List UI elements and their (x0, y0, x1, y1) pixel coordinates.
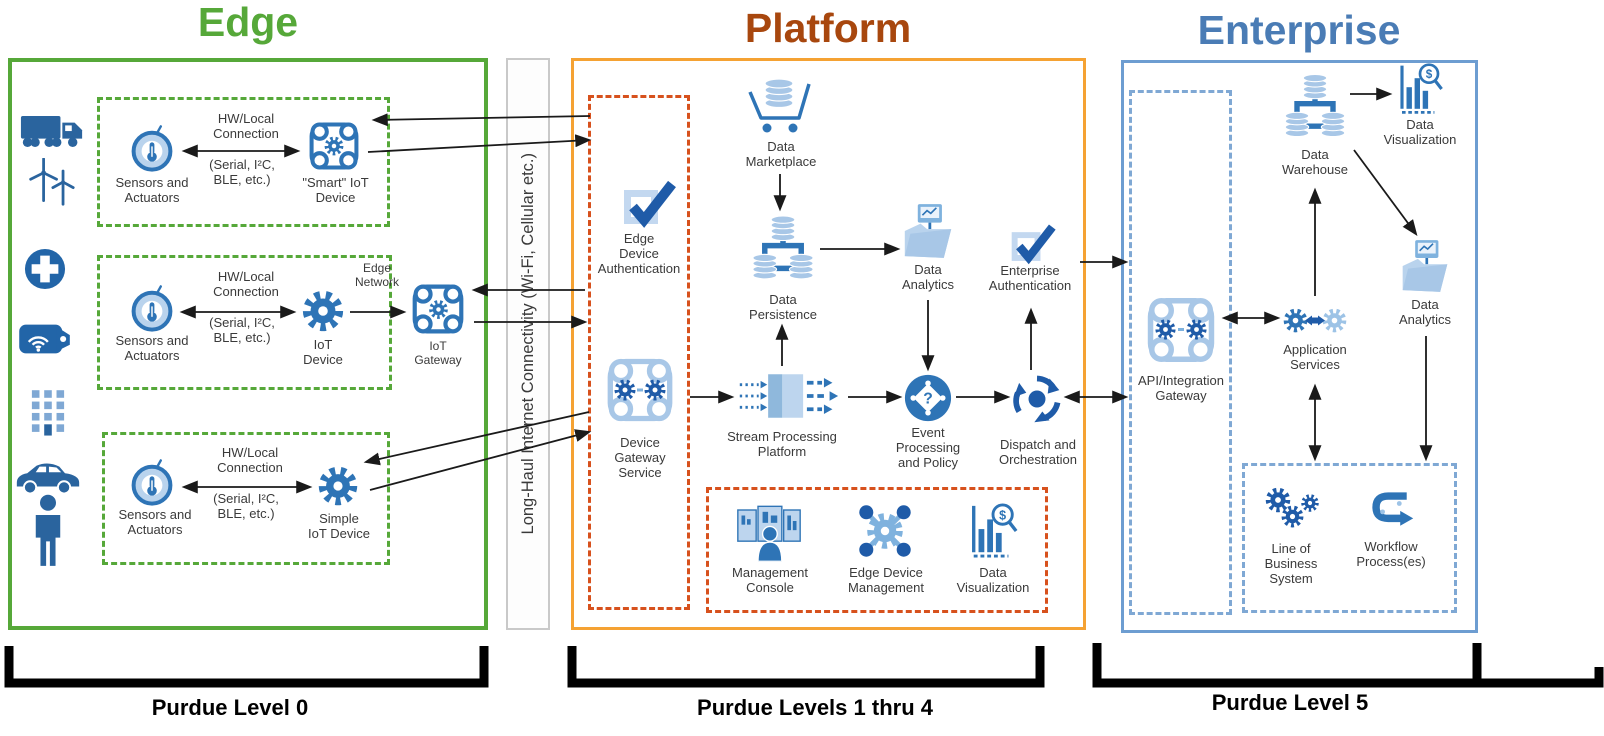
api-integration-gateway-label: API/Integration Gateway (1138, 373, 1224, 403)
person-icon (35, 494, 61, 566)
data-marketplace-label: Data Marketplace (745, 139, 817, 169)
medical-cross-icon (24, 248, 66, 290)
hw-local-connection-label: HW/Local Connection (217, 445, 283, 475)
car-icon (15, 462, 81, 495)
data-analytics-icon (903, 202, 953, 260)
connectivity-bar: Long-Haul Internet Connectivity (Wi-Fi, … (506, 58, 550, 630)
edge-network-label: Edge Network (354, 261, 399, 289)
edge-device-management-label: Edge Device Management (848, 565, 924, 595)
smart-iot-device-icon (305, 120, 363, 172)
line-of-business-icon (1262, 486, 1319, 538)
data-analytics-label: Data Analytics (901, 262, 955, 292)
iot-device-label: IoT Device (303, 337, 343, 367)
purdue-brackets (4, 643, 1604, 688)
truck-icon (20, 116, 83, 148)
platform-title: Platform (744, 5, 912, 51)
dispatch-orchestration-icon (1012, 374, 1062, 424)
edge-group3-box (102, 432, 390, 565)
simple-iot-device-icon (316, 464, 360, 508)
sensors-label: Sensors and Actuators (115, 333, 189, 363)
line-of-business-label: Line of Business System (1264, 541, 1318, 586)
purdue-level-0-label: Purdue Level 0 (151, 695, 309, 720)
platform-management-box (706, 487, 1048, 613)
workflow-process-icon (1364, 486, 1416, 534)
enterprise-gateway-box (1129, 90, 1232, 615)
rfid-tag-icon (18, 323, 72, 355)
dispatch-orchestration-label: Dispatch and Orchestration (998, 437, 1078, 467)
device-gateway-service-icon (602, 350, 678, 430)
data-warehouse-label: Data Warehouse (1282, 147, 1348, 177)
edge-device-auth-icon (620, 178, 676, 230)
hw-local-connection-label: HW/Local Connection (213, 269, 279, 299)
hw-local-connection-detail: (Serial, I²C, BLE, etc.) (209, 157, 275, 187)
sensors-label: Sensors and Actuators (115, 175, 189, 205)
data-visualization-icon (1400, 63, 1444, 114)
enterprise-title: Enterprise (1197, 7, 1401, 53)
connectivity-bar-label: Long-Haul Internet Connectivity (Wi-Fi, … (518, 153, 537, 535)
data-visualization-label: Data Visualization (956, 565, 1030, 595)
event-processing-label: Event Processing and Policy (895, 425, 961, 470)
sensor-icon (131, 458, 173, 506)
sensors-label: Sensors and Actuators (118, 507, 192, 537)
enterprise-auth-icon (1008, 222, 1056, 266)
edge-group2-box (97, 255, 392, 390)
data-persistence-icon (752, 214, 814, 290)
event-processing-icon (904, 374, 952, 422)
hw-local-connection-detail: (Serial, I²C, BLE, etc.) (209, 315, 275, 345)
sensor-icon (131, 124, 173, 172)
edge-device-management-icon (856, 502, 914, 560)
enterprise-section-box (1121, 60, 1478, 633)
building-icon (31, 390, 65, 436)
stream-processing-label: Stream Processing Platform (727, 429, 837, 459)
management-console-label: Management Console (732, 565, 808, 595)
sensor-icon (131, 284, 173, 332)
edge-device-auth-label: Edge Device Authentication (597, 231, 681, 276)
data-analytics-label: Data Analytics (1398, 297, 1452, 327)
wind-turbine-icon (29, 158, 75, 206)
iot-gateway-label: IoT Gateway (414, 339, 462, 367)
edge-section-box (8, 58, 488, 630)
iot-gateway-icon (408, 282, 468, 336)
application-services-label: Application Services (1283, 342, 1347, 372)
edge-group1-box (97, 97, 390, 227)
device-gateway-service-label: Device Gateway Service (614, 435, 666, 480)
platform-gateway-services-box (588, 95, 690, 610)
purdue-levels-1-4-label: Purdue Levels 1 thru 4 (697, 695, 933, 720)
hw-local-connection-detail: (Serial, I²C, BLE, etc.) (213, 491, 279, 521)
data-visualization-icon (972, 503, 1018, 558)
edge-title: Edge (197, 0, 299, 45)
smart-iot-device-label: "Smart" IoT Device (302, 175, 369, 205)
hw-local-connection-label: HW/Local Connection (213, 111, 279, 141)
data-persistence-label: Data Persistence (749, 292, 817, 322)
workflow-process-label: Workflow Process(es) (1356, 539, 1426, 569)
stream-processing-icon (737, 372, 840, 420)
data-warehouse-icon (1284, 74, 1346, 146)
api-integration-gateway-icon (1142, 288, 1220, 372)
data-analytics-icon (1401, 238, 1449, 294)
iot-device-icon (300, 288, 346, 334)
purdue-level-5-label: Purdue Level 5 (1211, 690, 1369, 715)
application-services-icon (1282, 300, 1348, 340)
management-console-icon (737, 505, 801, 562)
data-visualization-label: Data Visualization (1383, 117, 1457, 147)
platform-section-box (571, 58, 1086, 630)
simple-iot-device-label: Simple IoT Device (308, 511, 370, 541)
enterprise-business-box (1242, 463, 1457, 613)
data-marketplace-icon (748, 77, 811, 135)
enterprise-auth-label: Enterprise Authentication (988, 263, 1072, 293)
